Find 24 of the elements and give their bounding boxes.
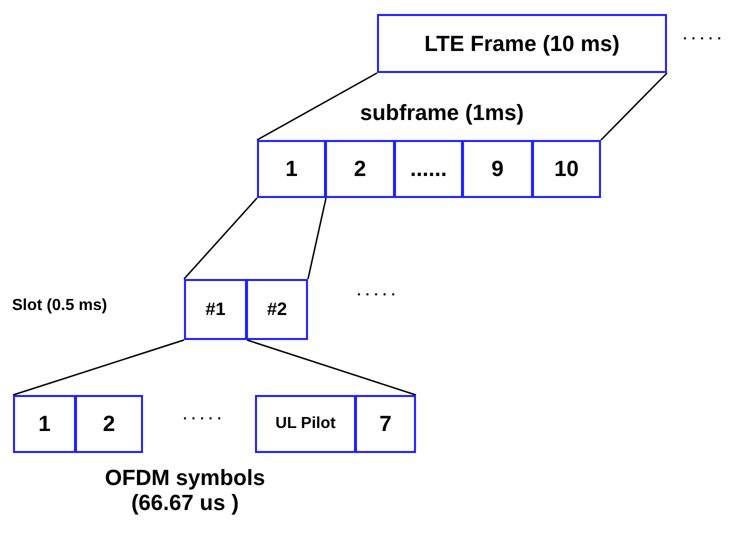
frame-cell: #1 (184, 279, 247, 340)
connector-line (600, 72, 668, 141)
frame-cell: #2 (246, 279, 308, 340)
ellipsis-dots: · · · · · (357, 286, 396, 302)
frame-cell: UL Pilot (255, 395, 356, 453)
subframe-label: subframe (1ms) (360, 100, 524, 126)
slot-label: Slot (0.5 ms) (12, 297, 108, 316)
ellipsis-dots: · · · · · (183, 410, 222, 426)
connector-line (183, 198, 258, 280)
frame-cell: 10 (532, 140, 601, 198)
connector-line (307, 198, 327, 280)
connector-line (256, 72, 378, 141)
frame-cell: ...... (394, 140, 463, 198)
frame-cell: 1 (13, 395, 76, 453)
frame-cell: 2 (75, 395, 143, 453)
connector-line (12, 339, 184, 396)
frame-cell: 9 (462, 140, 533, 198)
ellipsis-dots: · · · · · (683, 30, 722, 46)
frame-cell: LTE Frame (10 ms) (377, 14, 667, 73)
frame-cell: 7 (355, 395, 416, 453)
ofdm-symbols-label: OFDM symbols (66.67 us ) (104, 465, 266, 516)
frame-cell: 1 (257, 140, 326, 198)
frame-cell: 2 (325, 140, 395, 198)
connector-line (246, 339, 416, 396)
